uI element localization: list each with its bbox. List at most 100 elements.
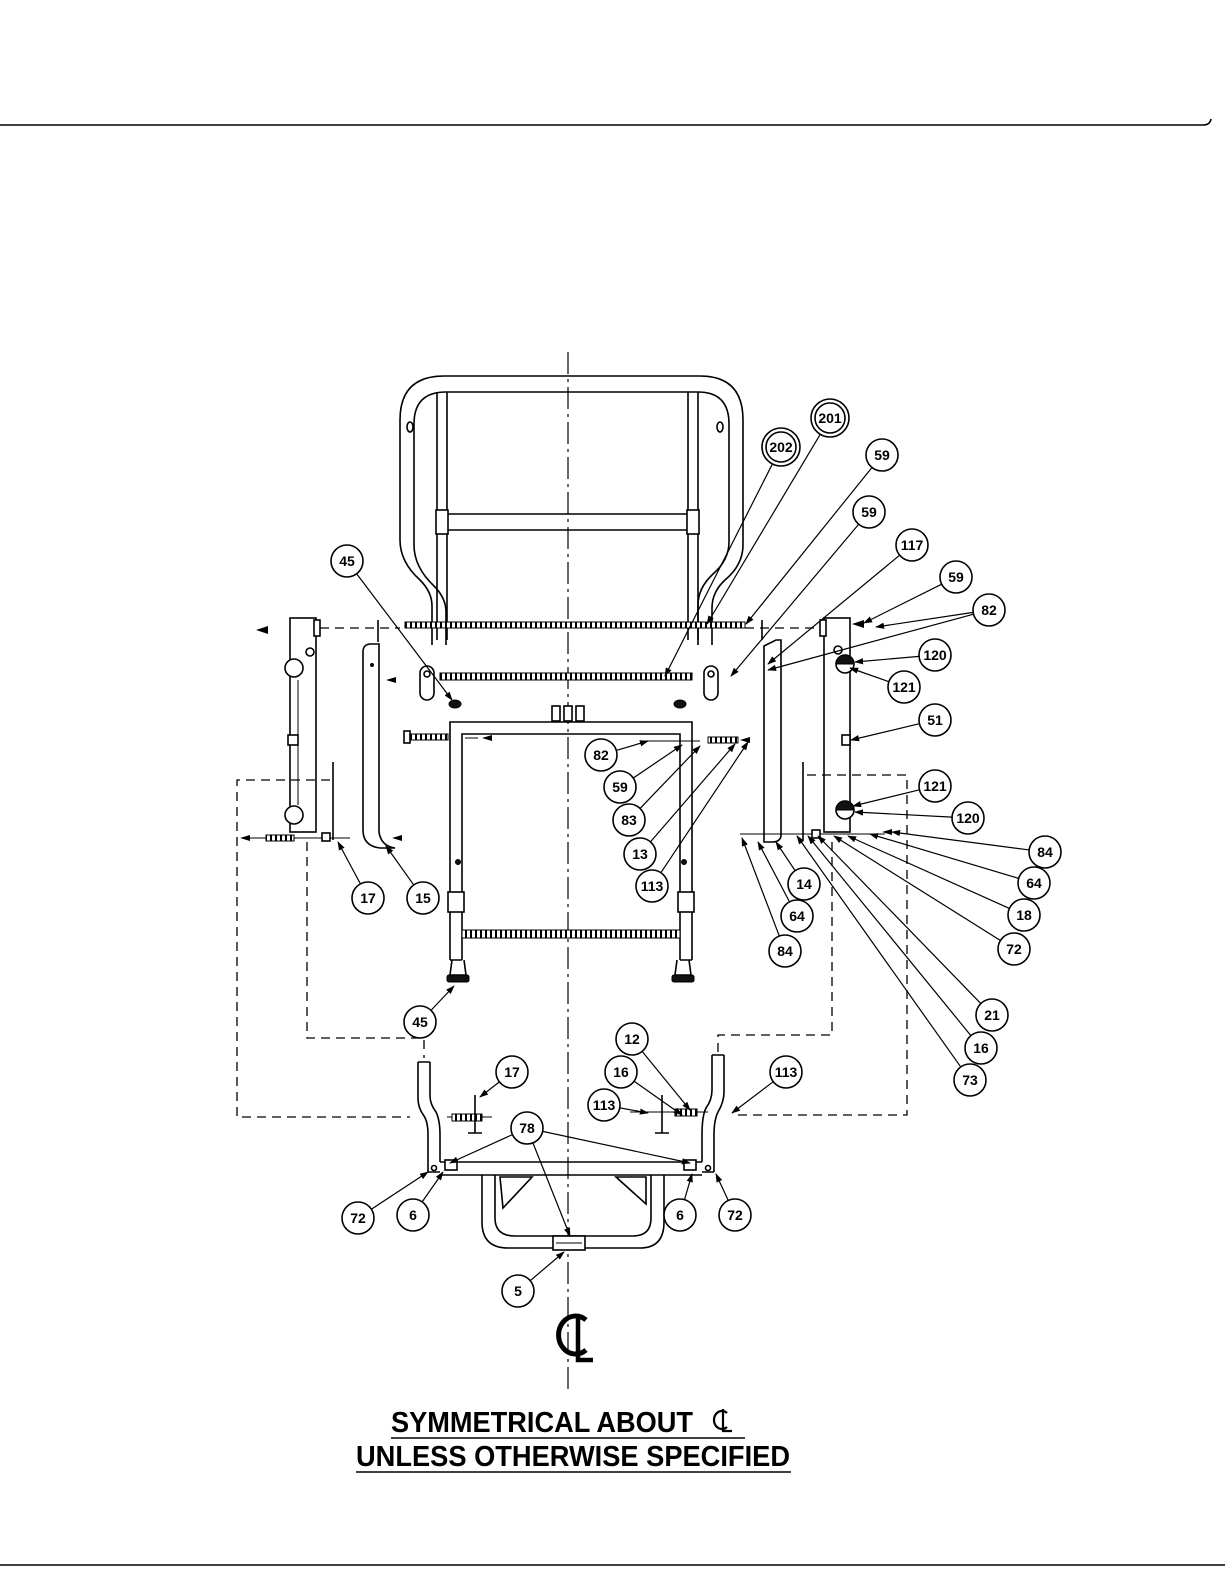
- bolt-lower-left: [452, 1114, 482, 1121]
- callout-label: 120: [923, 647, 947, 663]
- leader-line: [850, 668, 889, 682]
- center-clamp: [564, 706, 572, 721]
- callout-17: 17: [338, 842, 384, 914]
- seat-knob: [449, 700, 461, 708]
- arrow-marker: [392, 835, 402, 841]
- callout-label: 18: [1016, 907, 1032, 923]
- note-line-1: SYMMETRICAL ABOUT: [391, 1407, 693, 1439]
- note-line-2: UNLESS OTHERWISE SPECIFIED: [356, 1441, 790, 1473]
- pad-dot: [371, 664, 374, 667]
- callout-label: 15: [415, 890, 431, 906]
- callout-label: 64: [789, 908, 805, 924]
- right-side-bracket: [820, 618, 854, 832]
- right-armrest-pad: [764, 640, 781, 842]
- leader-line: [480, 1082, 499, 1097]
- leader-line: [338, 842, 360, 884]
- callout-label: 117: [901, 537, 924, 553]
- arrow-marker: [256, 626, 268, 634]
- callout-82: 82: [585, 739, 648, 771]
- leader-line: [616, 741, 648, 750]
- leader-line: [876, 612, 973, 627]
- callout-label: 78: [519, 1120, 535, 1136]
- gusset-left: [500, 1177, 532, 1208]
- callout-label: 5: [514, 1283, 522, 1299]
- leader-line: [797, 836, 961, 1067]
- arrow-marker: [482, 735, 492, 741]
- bolt-right: [708, 737, 738, 743]
- lower-side-hardware: [240, 762, 892, 841]
- callout-18: 18: [848, 836, 1040, 931]
- foot-left: [450, 960, 466, 975]
- lower-rod: [440, 673, 692, 680]
- callout-84: 84: [892, 832, 1061, 868]
- crossbar-bracket: [445, 1160, 457, 1170]
- leader-line: [533, 1143, 570, 1236]
- callout-label: 72: [1006, 941, 1022, 957]
- back-joint-right: [687, 510, 699, 534]
- leader-line: [742, 838, 779, 936]
- bracket-knob: [285, 659, 303, 677]
- callout-59: 59: [746, 439, 898, 624]
- callout-label: 83: [621, 812, 637, 828]
- leader-line: [732, 1082, 773, 1113]
- callout-label: 17: [504, 1064, 520, 1080]
- arrow-marker: [740, 737, 750, 743]
- callout-113: 113: [732, 1056, 802, 1113]
- back-tab-right: [717, 422, 723, 432]
- callout-15: 15: [386, 846, 439, 914]
- center-clamp: [552, 706, 560, 721]
- leader-line: [431, 986, 454, 1010]
- callout-label: 64: [1026, 875, 1042, 891]
- seat-hole: [456, 860, 461, 865]
- leader-line: [642, 1051, 690, 1110]
- leader-line: [864, 584, 942, 623]
- callout-17: 17: [480, 1056, 528, 1097]
- callout-label: 121: [892, 679, 916, 695]
- left-armrest-pad: [363, 644, 395, 848]
- leg-left: [418, 1062, 440, 1172]
- hinge-clamps: [420, 666, 718, 700]
- callout-73: 73: [797, 836, 986, 1096]
- leader-line: [853, 790, 919, 806]
- back-tab-left: [407, 422, 413, 432]
- callout-72: 72: [716, 1174, 751, 1231]
- leader-line: [386, 846, 414, 885]
- callout-label: 84: [1037, 844, 1053, 860]
- leader-line: [746, 467, 872, 624]
- callout-label: 14: [796, 876, 812, 892]
- seat-hole: [682, 860, 687, 865]
- callout-label: 120: [956, 810, 980, 826]
- leader-line: [543, 1131, 690, 1163]
- callout-label: 59: [861, 504, 877, 520]
- leader-line: [776, 842, 795, 871]
- seat-frame: [447, 700, 694, 982]
- bolt-left-lower: [266, 835, 294, 841]
- callout-label: 45: [339, 553, 355, 569]
- foot-pad-left: [447, 975, 469, 982]
- seat-bottom-crossbar: [462, 930, 680, 938]
- bracket-block: [288, 735, 298, 745]
- callout-6: 6: [397, 1172, 443, 1231]
- callout-59: 59: [864, 561, 972, 623]
- callout-label: 6: [676, 1207, 684, 1223]
- callout-label: 59: [948, 569, 964, 585]
- callout-label: 16: [973, 1040, 989, 1056]
- callout-113: 113: [588, 1089, 648, 1121]
- leg-hole: [706, 1166, 711, 1171]
- leader-line: [834, 836, 1000, 940]
- callout-label: 6: [409, 1207, 417, 1223]
- nut-left: [322, 833, 330, 841]
- leader-line: [855, 656, 919, 662]
- top-rule: [0, 119, 1211, 125]
- callout-label: 73: [962, 1072, 978, 1088]
- callout-72: 72: [834, 836, 1030, 965]
- callout-64: 64: [870, 834, 1050, 899]
- callout-14: 14: [776, 842, 820, 900]
- footrest-loop-inner: [495, 1175, 651, 1236]
- callout-120: 120: [855, 639, 951, 671]
- seat-knob: [674, 700, 686, 708]
- callout-label: 113: [641, 878, 664, 894]
- leader-line: [450, 1135, 512, 1163]
- callout-label: 72: [727, 1207, 743, 1223]
